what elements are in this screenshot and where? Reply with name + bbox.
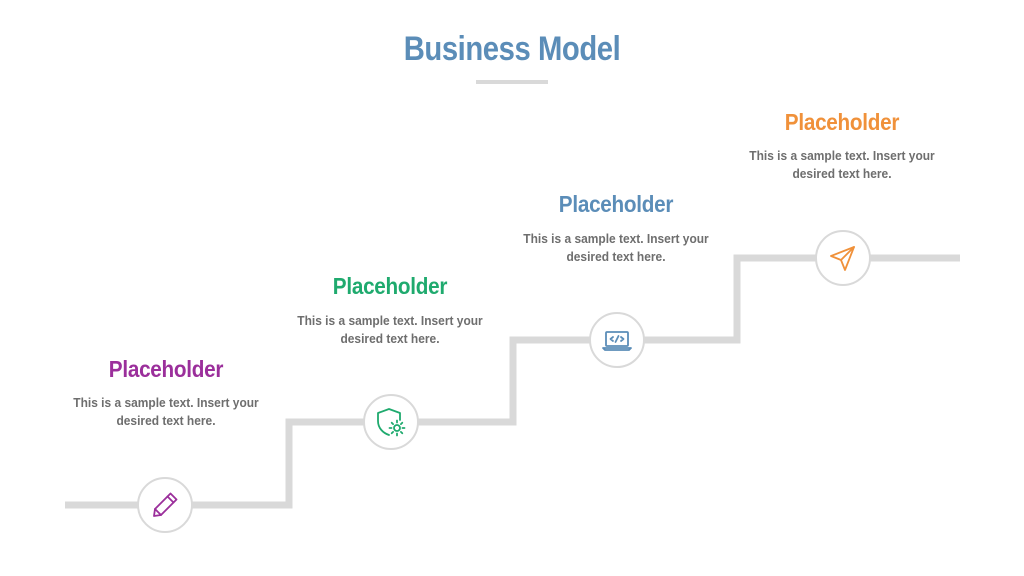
step-4-text-line-2: desired text here. — [792, 166, 892, 181]
step-4-title: Placeholder — [784, 109, 900, 135]
step-3-text-line-2: desired text here. — [566, 249, 666, 264]
step-4-text: This is a sample text. Insert your desir… — [741, 147, 943, 183]
step-2-text-line-1: This is a sample text. Insert your — [297, 313, 483, 328]
title-underline — [476, 80, 548, 84]
step-4-node — [815, 230, 871, 286]
step-1-node — [137, 477, 193, 533]
step-1-text: This is a sample text. Insert your desir… — [65, 394, 267, 430]
step-3-text-line-1: This is a sample text. Insert your — [523, 231, 709, 246]
shield-gear-icon — [377, 408, 406, 437]
step-3-node — [589, 312, 645, 368]
step-4-text-line-1: This is a sample text. Insert your — [749, 148, 935, 163]
page-title: Business Model — [403, 30, 621, 68]
paper-plane-icon — [830, 246, 855, 271]
pencil-icon — [153, 492, 178, 517]
step-1-text-line-1: This is a sample text. Insert your — [73, 395, 259, 410]
laptop-code-icon — [602, 331, 632, 351]
step-1-title: Placeholder — [108, 356, 224, 382]
step-1-text-line-2: desired text here. — [116, 413, 216, 428]
step-2-text: This is a sample text. Insert your desir… — [289, 312, 491, 348]
step-3-title: Placeholder — [558, 191, 674, 217]
step-2-title: Placeholder — [332, 273, 448, 299]
step-3-text: This is a sample text. Insert your desir… — [515, 230, 717, 266]
step-2-text-line-2: desired text here. — [340, 331, 440, 346]
step-2-node — [363, 394, 419, 450]
